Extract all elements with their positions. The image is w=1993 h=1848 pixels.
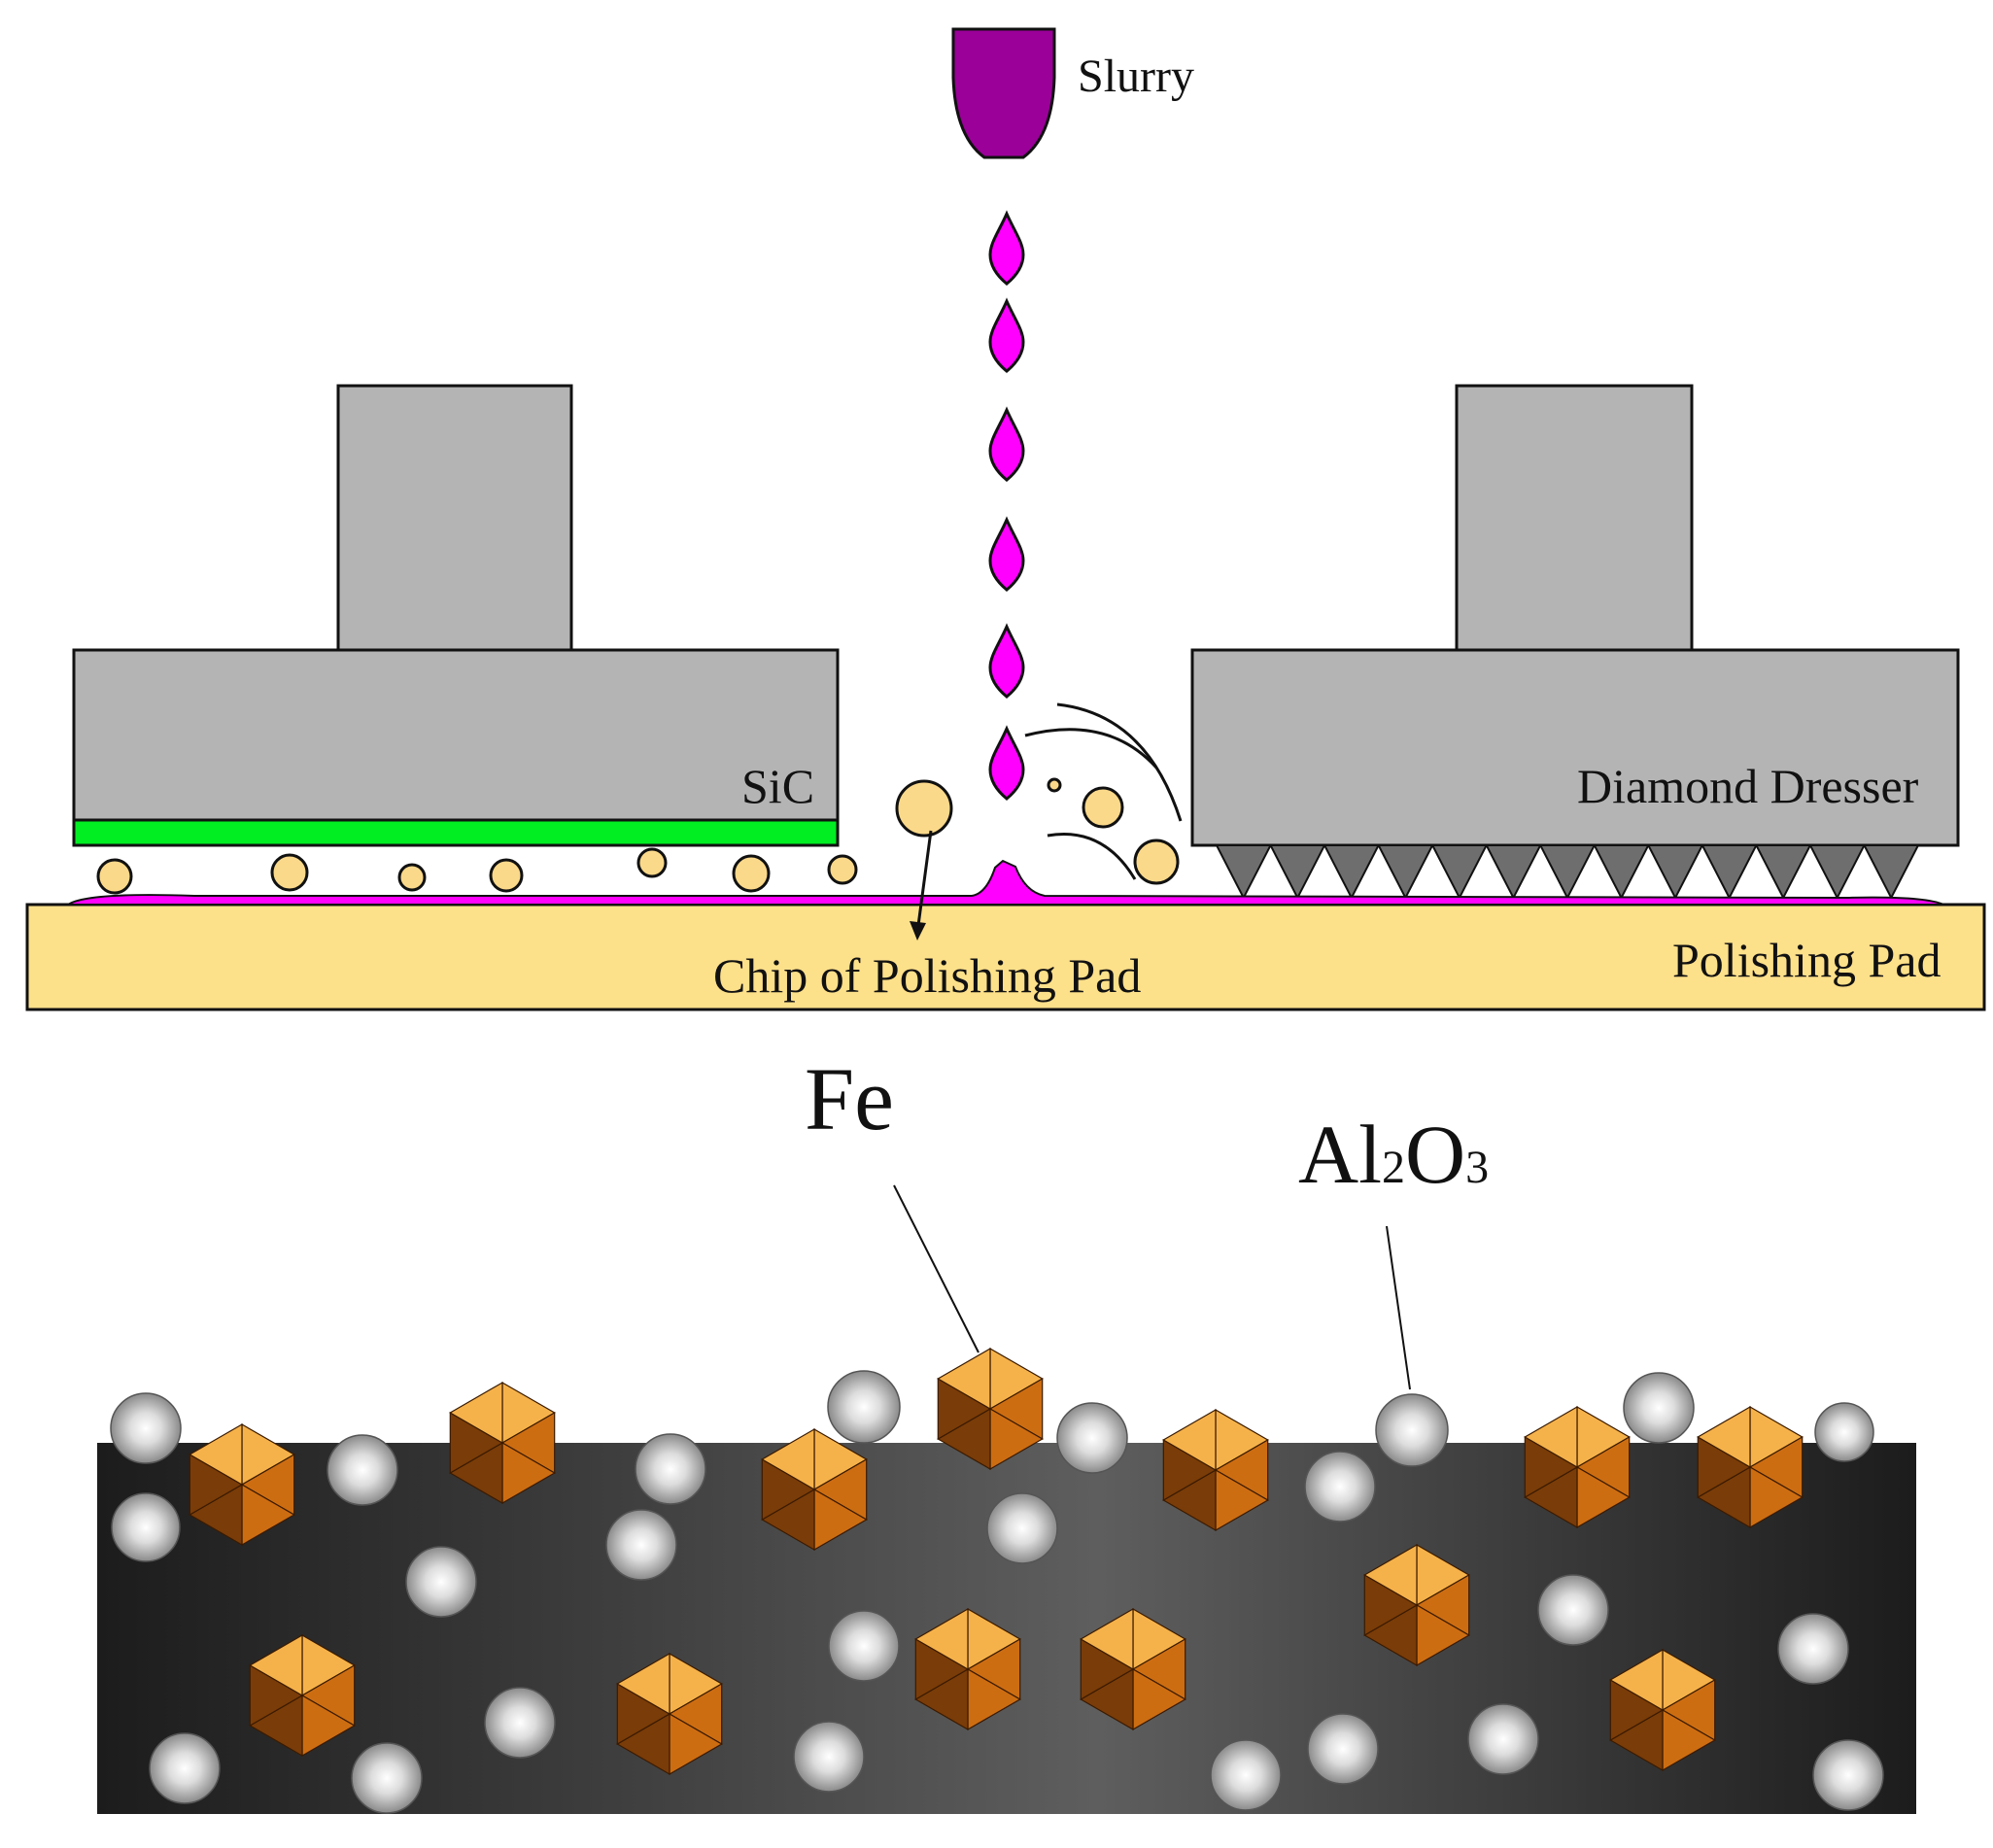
dresser-tooth [1754, 844, 1812, 901]
al2o3-particle-icon [828, 1610, 900, 1682]
particles [110, 1347, 1884, 1814]
chip-label: Chip of Polishing Pad [713, 948, 1141, 1003]
al2o3-particle-icon [635, 1433, 706, 1505]
al2o3-particle-icon [1210, 1739, 1282, 1811]
al2o3-particle-icon [1623, 1372, 1695, 1444]
al2o3-particle-icon [793, 1721, 865, 1793]
pad-chip [489, 858, 524, 893]
dresser-tooth [1268, 844, 1326, 901]
dresser-tooth [1430, 844, 1489, 901]
dresser-tooth [1538, 844, 1597, 901]
polishing-pad [25, 903, 1986, 1011]
al2o3-particle-icon [110, 1392, 182, 1464]
al2o3-particle-icon [149, 1732, 221, 1804]
sic-label: SiC [741, 759, 814, 813]
al2o3-particle-icon [1056, 1402, 1128, 1474]
al2o3-particle-icon [111, 1492, 181, 1562]
polishing-pad-label: Polishing Pad [1672, 933, 1941, 987]
al2o3-particle-icon [827, 1370, 901, 1444]
pad-chip [1133, 838, 1180, 885]
al2o3-particle-icon [986, 1492, 1058, 1564]
al2o3-leader-line [1386, 1225, 1411, 1390]
fe-particle-icon [1363, 1543, 1470, 1667]
dresser-tooth [1593, 844, 1650, 901]
slurry-film [64, 859, 1944, 906]
al2o3-particle-icon [605, 1509, 677, 1581]
pad-chip [270, 853, 309, 892]
pad-chip [397, 863, 427, 892]
al2o3-label: Al2O3 [1298, 1108, 1489, 1201]
al2o3-particle-icon [326, 1434, 398, 1506]
fe-leader-line [893, 1184, 979, 1353]
al2o3-particle-icon [1812, 1739, 1884, 1811]
fe-particle-icon [914, 1607, 1021, 1731]
fe-particle-icon [761, 1427, 868, 1552]
al2o3-particle-icon [1777, 1613, 1849, 1685]
fe-particle-icon [1524, 1405, 1631, 1529]
al2o3-particle-icon [1467, 1703, 1539, 1775]
slurry-nozzle-icon [951, 27, 1056, 159]
slurry-drop-icon [988, 516, 1025, 592]
sic-holder-top [336, 384, 573, 652]
al2o3-particle-icon [1814, 1402, 1874, 1462]
al2o3-particle-icon [351, 1742, 423, 1814]
dresser-tooth [1808, 844, 1867, 901]
fe-particle-icon [1080, 1607, 1186, 1731]
dresser-holder-top [1455, 384, 1694, 652]
dresser-tooth [1376, 844, 1434, 901]
dresser-tooth [1323, 844, 1381, 901]
sic-holder-base [72, 648, 840, 822]
fe-label: Fe [805, 1049, 894, 1148]
fe-particle-icon [1609, 1648, 1716, 1772]
fe-particle-icon [1162, 1408, 1269, 1532]
diamond-dresser-label: Diamond Dresser [1577, 759, 1919, 813]
dresser-holder-base [1190, 648, 1960, 847]
pad-chip [96, 858, 133, 895]
pad-chip [1047, 777, 1062, 793]
fe-particle-icon [1697, 1405, 1804, 1529]
slurry-label: Slurry [1078, 51, 1194, 102]
fe-particle-icon [937, 1347, 1044, 1471]
fe-particle-icon [616, 1652, 723, 1776]
dresser-tooth [1701, 844, 1759, 901]
pad-chip [827, 854, 858, 885]
al2o3-particle-icon [405, 1546, 477, 1618]
slurry-drop-icon [988, 297, 1025, 373]
pad-chip [895, 779, 953, 838]
slurry-drops [988, 210, 1025, 801]
dresser-teeth [1215, 844, 1920, 901]
al2o3-particle-icon [1304, 1451, 1376, 1523]
al2o3-particle-icon [484, 1687, 556, 1759]
slurry-drop-icon [988, 623, 1025, 699]
slurry-drop-icon [988, 406, 1025, 482]
chip-arrow [910, 830, 933, 941]
dresser-tooth [1646, 844, 1704, 901]
pad-chip [732, 854, 771, 893]
slurry-drop-icon [988, 725, 1025, 801]
dresser-tooth [1862, 844, 1920, 901]
fe-particle-icon [189, 1422, 295, 1547]
al2o3-particle-icon [1375, 1393, 1449, 1467]
fe-particle-icon [249, 1633, 356, 1758]
sic-wafer [72, 818, 840, 847]
fe-particle-icon [449, 1381, 556, 1505]
pad-chips [96, 777, 1180, 895]
pad-chip [1082, 786, 1124, 829]
splash-lines [1024, 702, 1183, 880]
dresser-tooth [1485, 844, 1542, 901]
dresser-tooth [1215, 844, 1273, 901]
slurry-drop-icon [988, 210, 1025, 286]
pad-chip [636, 847, 668, 878]
al2o3-particle-icon [1307, 1713, 1379, 1785]
al2o3-particle-icon [1537, 1574, 1609, 1646]
